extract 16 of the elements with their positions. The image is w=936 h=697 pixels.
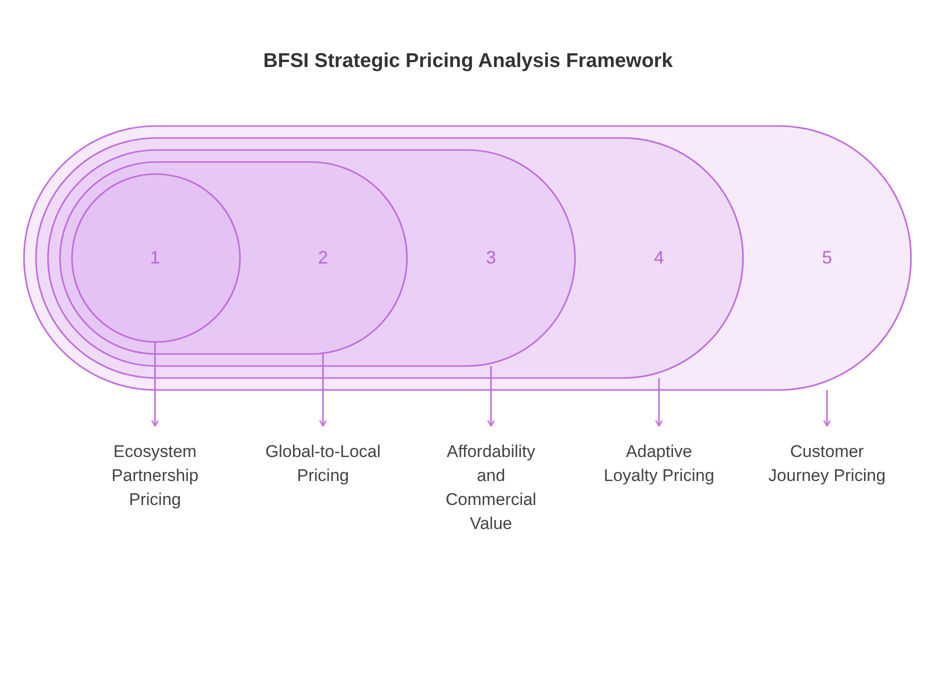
- arrow: [151, 342, 159, 427]
- step-label: Adaptive Loyalty Pricing: [602, 441, 716, 487]
- step-number: 3: [486, 248, 496, 268]
- arrow: [823, 390, 831, 427]
- step-label: Ecosystem Partnership Pricing: [110, 441, 200, 511]
- step-label: Customer Journey Pricing: [767, 441, 887, 487]
- arrow: [487, 366, 495, 427]
- step-number: 5: [822, 248, 832, 268]
- step-number: 1: [150, 248, 160, 268]
- step-label: Affordability and Commercial Value: [444, 441, 538, 535]
- step-number: 4: [654, 248, 664, 268]
- arrow: [319, 354, 327, 427]
- step-number: 2: [318, 248, 328, 268]
- arrow: [655, 378, 663, 427]
- step-label: Global-to-Local Pricing: [264, 441, 382, 487]
- title: BFSI Strategic Pricing Analysis Framework: [262, 50, 674, 73]
